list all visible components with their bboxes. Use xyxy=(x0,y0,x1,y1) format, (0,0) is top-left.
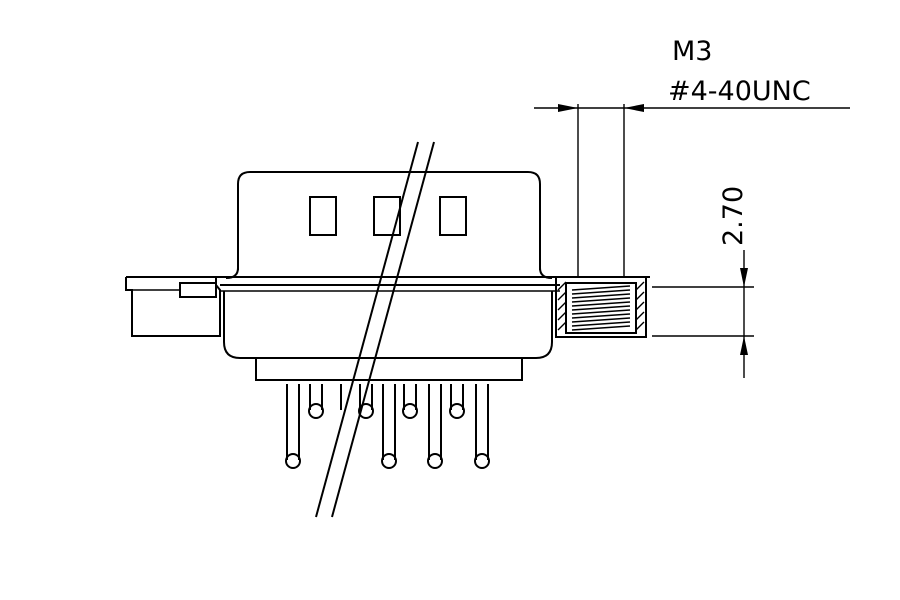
left-flange-tab xyxy=(179,282,217,298)
threaded-insert xyxy=(555,276,647,338)
dim-arrow-right xyxy=(624,104,644,112)
dim-arrow-left xyxy=(558,104,578,112)
depth-dimension-label: 2.70 xyxy=(718,186,749,246)
shroud-window-2 xyxy=(373,196,401,236)
break-line-2 xyxy=(331,141,435,518)
thread-metric-label: M3 xyxy=(672,36,712,67)
thread-pattern xyxy=(571,285,631,331)
shroud-window-1 xyxy=(309,196,337,236)
insert-inner xyxy=(565,282,637,334)
shroud-window-3 xyxy=(439,196,467,236)
thread-hatch-right xyxy=(635,281,645,331)
dim-arrow-bottom xyxy=(740,336,748,355)
connector-shroud xyxy=(237,171,541,270)
thread-hatch-left xyxy=(557,281,567,331)
break-line-1 xyxy=(315,141,419,518)
dim-arrow-top xyxy=(740,268,748,287)
body-insulator xyxy=(255,357,523,381)
left-flange xyxy=(125,277,221,337)
pins xyxy=(285,384,490,469)
connector-body xyxy=(223,291,553,359)
thread-unc-label: #4-40UNC xyxy=(668,76,811,107)
